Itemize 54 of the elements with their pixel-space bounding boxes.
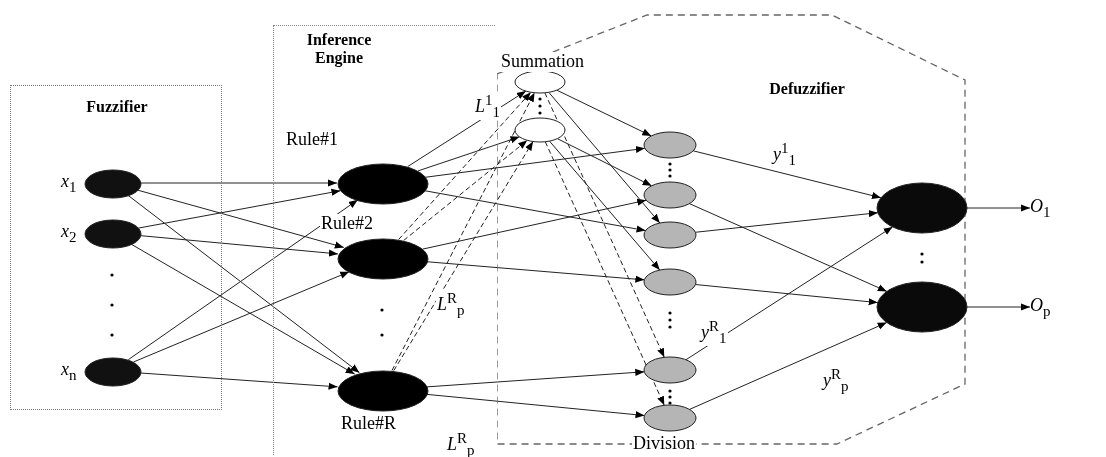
- arrow: [692, 150, 882, 200]
- node-label: Summation: [500, 52, 585, 72]
- neuron-circle: [514, 70, 566, 94]
- arrow: [424, 145, 646, 178]
- neuron-circle: [84, 357, 142, 387]
- arrow: [129, 243, 356, 375]
- arrow: [688, 203, 888, 292]
- neuron-circle: [643, 404, 697, 432]
- arrow: [966, 204, 1031, 212]
- arrow: [403, 139, 528, 241]
- arrow: [689, 322, 888, 410]
- arrow: [393, 141, 534, 372]
- arrow: [695, 284, 879, 306]
- neuron-circle: [514, 117, 566, 143]
- arrow: [139, 179, 338, 187]
- region-title: Fuzzifier: [85, 98, 149, 117]
- arrow: [548, 91, 661, 224]
- arrow: [391, 92, 535, 371]
- neuron-circle: [643, 268, 697, 296]
- dotted-region: [273, 25, 495, 455]
- neuron-circle: [643, 221, 697, 249]
- output-label: O$_{p}$: [1030, 295, 1062, 319]
- neuron-circle: [643, 356, 697, 384]
- arrow: [556, 138, 653, 187]
- dashed-region: [497, 12, 967, 447]
- arrow: [417, 136, 520, 172]
- output-label: O$_{1}$: [1030, 196, 1062, 220]
- neuron-circle: [337, 370, 429, 412]
- dotted-region: [10, 85, 222, 410]
- arrow: [685, 226, 894, 361]
- neuron-circle: [337, 163, 429, 205]
- arrow: [398, 91, 532, 240]
- neuron-circle: [84, 219, 142, 249]
- arrow: [139, 235, 339, 257]
- arrow: [544, 92, 665, 358]
- neuron-circle: [643, 181, 697, 209]
- neuron-circle: [643, 131, 697, 159]
- arrow: [136, 189, 345, 249]
- arrow: [694, 210, 879, 233]
- arrow: [966, 303, 1031, 311]
- neuron-circle: [337, 238, 429, 280]
- arrow: [425, 368, 645, 388]
- arrow: [139, 372, 339, 390]
- region-title: Inference Engine: [305, 31, 373, 68]
- neuron-circle: [876, 281, 968, 333]
- arrow: [132, 271, 350, 363]
- neuron-circle: [876, 182, 968, 234]
- region-title: Defuzzifier: [768, 80, 846, 99]
- arrow: [137, 188, 341, 229]
- arrow: [549, 140, 661, 271]
- arrow: [544, 141, 665, 406]
- neuron-circle: [84, 169, 142, 199]
- arrow: [556, 89, 652, 137]
- arrow: [421, 198, 647, 250]
